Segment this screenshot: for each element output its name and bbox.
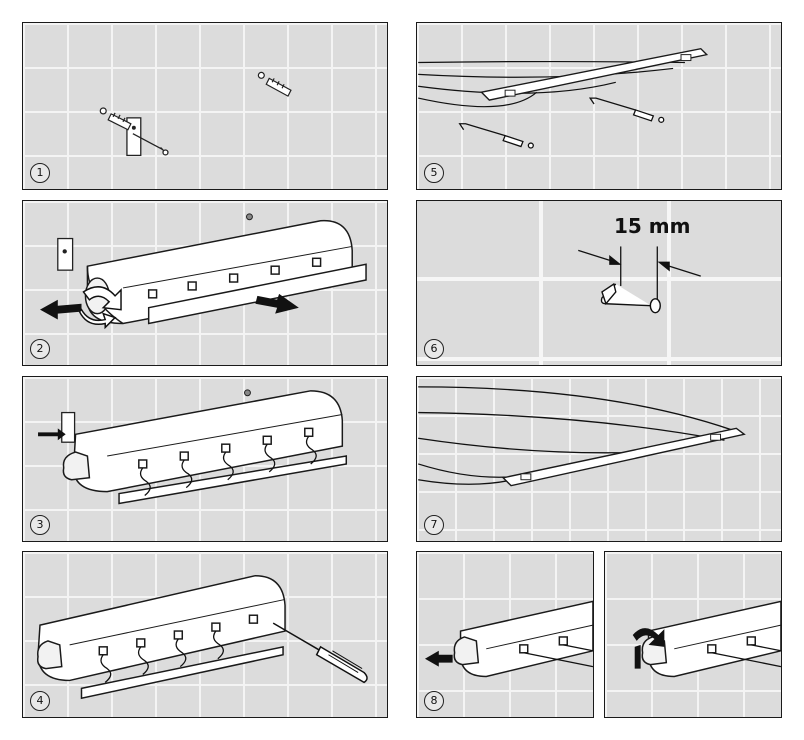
arrow-icon [255, 293, 299, 314]
panel-step-4: 4 [22, 551, 388, 718]
arrow-icon [657, 261, 701, 277]
hanging-bar [501, 427, 746, 487]
hook-icon [588, 97, 665, 123]
screwdriver-icon [272, 622, 368, 684]
hanging-bar [118, 455, 348, 505]
panel-step-3: 3 [22, 376, 388, 542]
wall-plug-icon [99, 107, 132, 131]
hook-icon [458, 123, 534, 149]
rotate-arrow-icon [78, 286, 122, 330]
mounting-plate-icon [57, 237, 74, 271]
clothes-lines [711, 644, 781, 668]
mounting-plate-icon [61, 411, 76, 443]
lines-hooked-illustration [418, 386, 746, 487]
clothesline-reel-icon [36, 574, 286, 682]
panel-step-1: 1 [22, 22, 388, 190]
wall-plug-illustration [99, 71, 292, 157]
reel-screw-illustration [36, 574, 368, 700]
rotate-arrow-icon [632, 628, 665, 669]
reel-pull-illustration [424, 600, 593, 678]
reel-mount-illustration [38, 389, 348, 505]
arrow-icon [40, 299, 82, 320]
panel-step-8-rotate [604, 551, 782, 718]
panel-step-5: 5 [416, 22, 782, 190]
hanging-bar [147, 263, 367, 325]
step-number: 3 [30, 515, 50, 535]
step-number: 6 [424, 339, 444, 359]
hanging-bar [480, 47, 709, 101]
panel-step-2: 2 [22, 200, 388, 366]
step-number: 7 [424, 515, 444, 535]
hook-wall-plug-illustration [418, 47, 709, 149]
panel-step-7: 7 [416, 376, 782, 542]
panel-step-8-pull: 8 [416, 551, 594, 718]
arrow-icon [578, 249, 622, 265]
mounting-plate-icon [126, 117, 142, 157]
clothes-lines [139, 435, 317, 497]
arrow-icon [38, 428, 66, 441]
screw-icon [132, 133, 169, 156]
step-number: 5 [424, 163, 444, 183]
hook-distance-illustration [578, 246, 701, 314]
hook-icon [600, 282, 661, 314]
arrow-icon [424, 650, 453, 667]
wall-plug-icon [257, 71, 292, 97]
reel-unpack-illustration [40, 213, 367, 330]
step-number: 4 [30, 691, 50, 711]
clothes-lines [523, 644, 593, 668]
hanging-bar [80, 645, 284, 700]
measurement-label: 15 mm [614, 214, 691, 238]
step-number: 2 [30, 339, 50, 359]
reel-rotate-illustration [632, 600, 781, 678]
step-number: 8 [424, 691, 444, 711]
panel-step-6: 15 mm 6 [416, 200, 782, 366]
clothesline-reel-icon [453, 600, 593, 678]
clothes-lines [100, 630, 224, 683]
step-number: 1 [30, 163, 50, 183]
clothesline-reel-icon [62, 390, 344, 493]
